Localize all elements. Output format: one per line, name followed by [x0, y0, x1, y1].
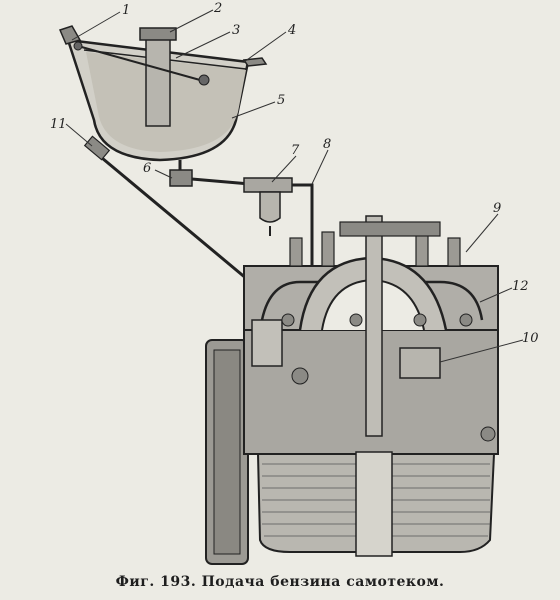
engine-block — [205, 215, 499, 565]
fuel-tank — [58, 25, 268, 162]
callout-1: 1 — [122, 3, 130, 18]
callout-9: 9 — [493, 201, 501, 216]
callout-5: 5 — [277, 93, 285, 108]
callout-8: 8 — [323, 137, 331, 152]
leader-lines — [65, 9, 524, 363]
callout-2: 2 — [213, 1, 222, 16]
callout-6: 6 — [143, 161, 151, 176]
callout-3: 3 — [232, 23, 240, 38]
callout-11: 11 — [50, 117, 67, 132]
fuel-line — [169, 160, 370, 354]
callout-12: 12 — [512, 279, 529, 294]
callout-10: 10 — [522, 331, 539, 346]
callout-4: 4 — [287, 23, 296, 38]
callout-numbers: 1 2 3 4 5 6 7 8 9 10 11 12 — [50, 1, 539, 346]
figure-caption: Фиг. 193. Подача бензина самотеком. — [115, 574, 445, 590]
callout-7: 7 — [291, 143, 300, 158]
